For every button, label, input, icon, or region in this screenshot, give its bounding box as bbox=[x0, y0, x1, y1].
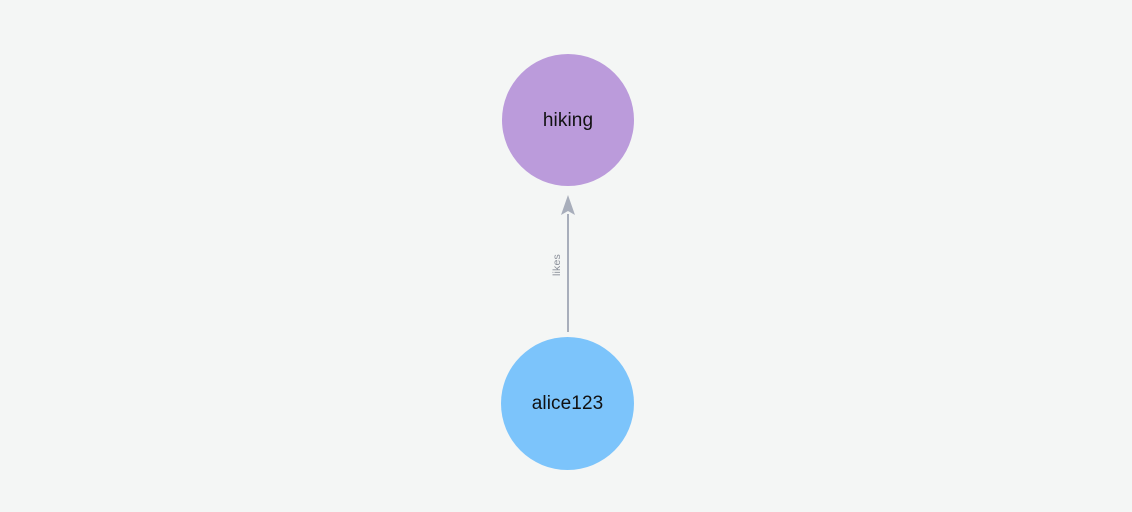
edge-alice123-likes-hiking[interactable] bbox=[561, 195, 575, 332]
graph-node-label: hiking bbox=[542, 109, 594, 131]
edge-label-likes: likes bbox=[550, 253, 563, 277]
graph-node-label: alice123 bbox=[531, 393, 604, 414]
edge-arrowhead-icon bbox=[561, 195, 575, 215]
graph-node-hiking[interactable]: hiking bbox=[502, 54, 634, 186]
graph-node-alice123[interactable]: alice123 bbox=[501, 337, 634, 470]
